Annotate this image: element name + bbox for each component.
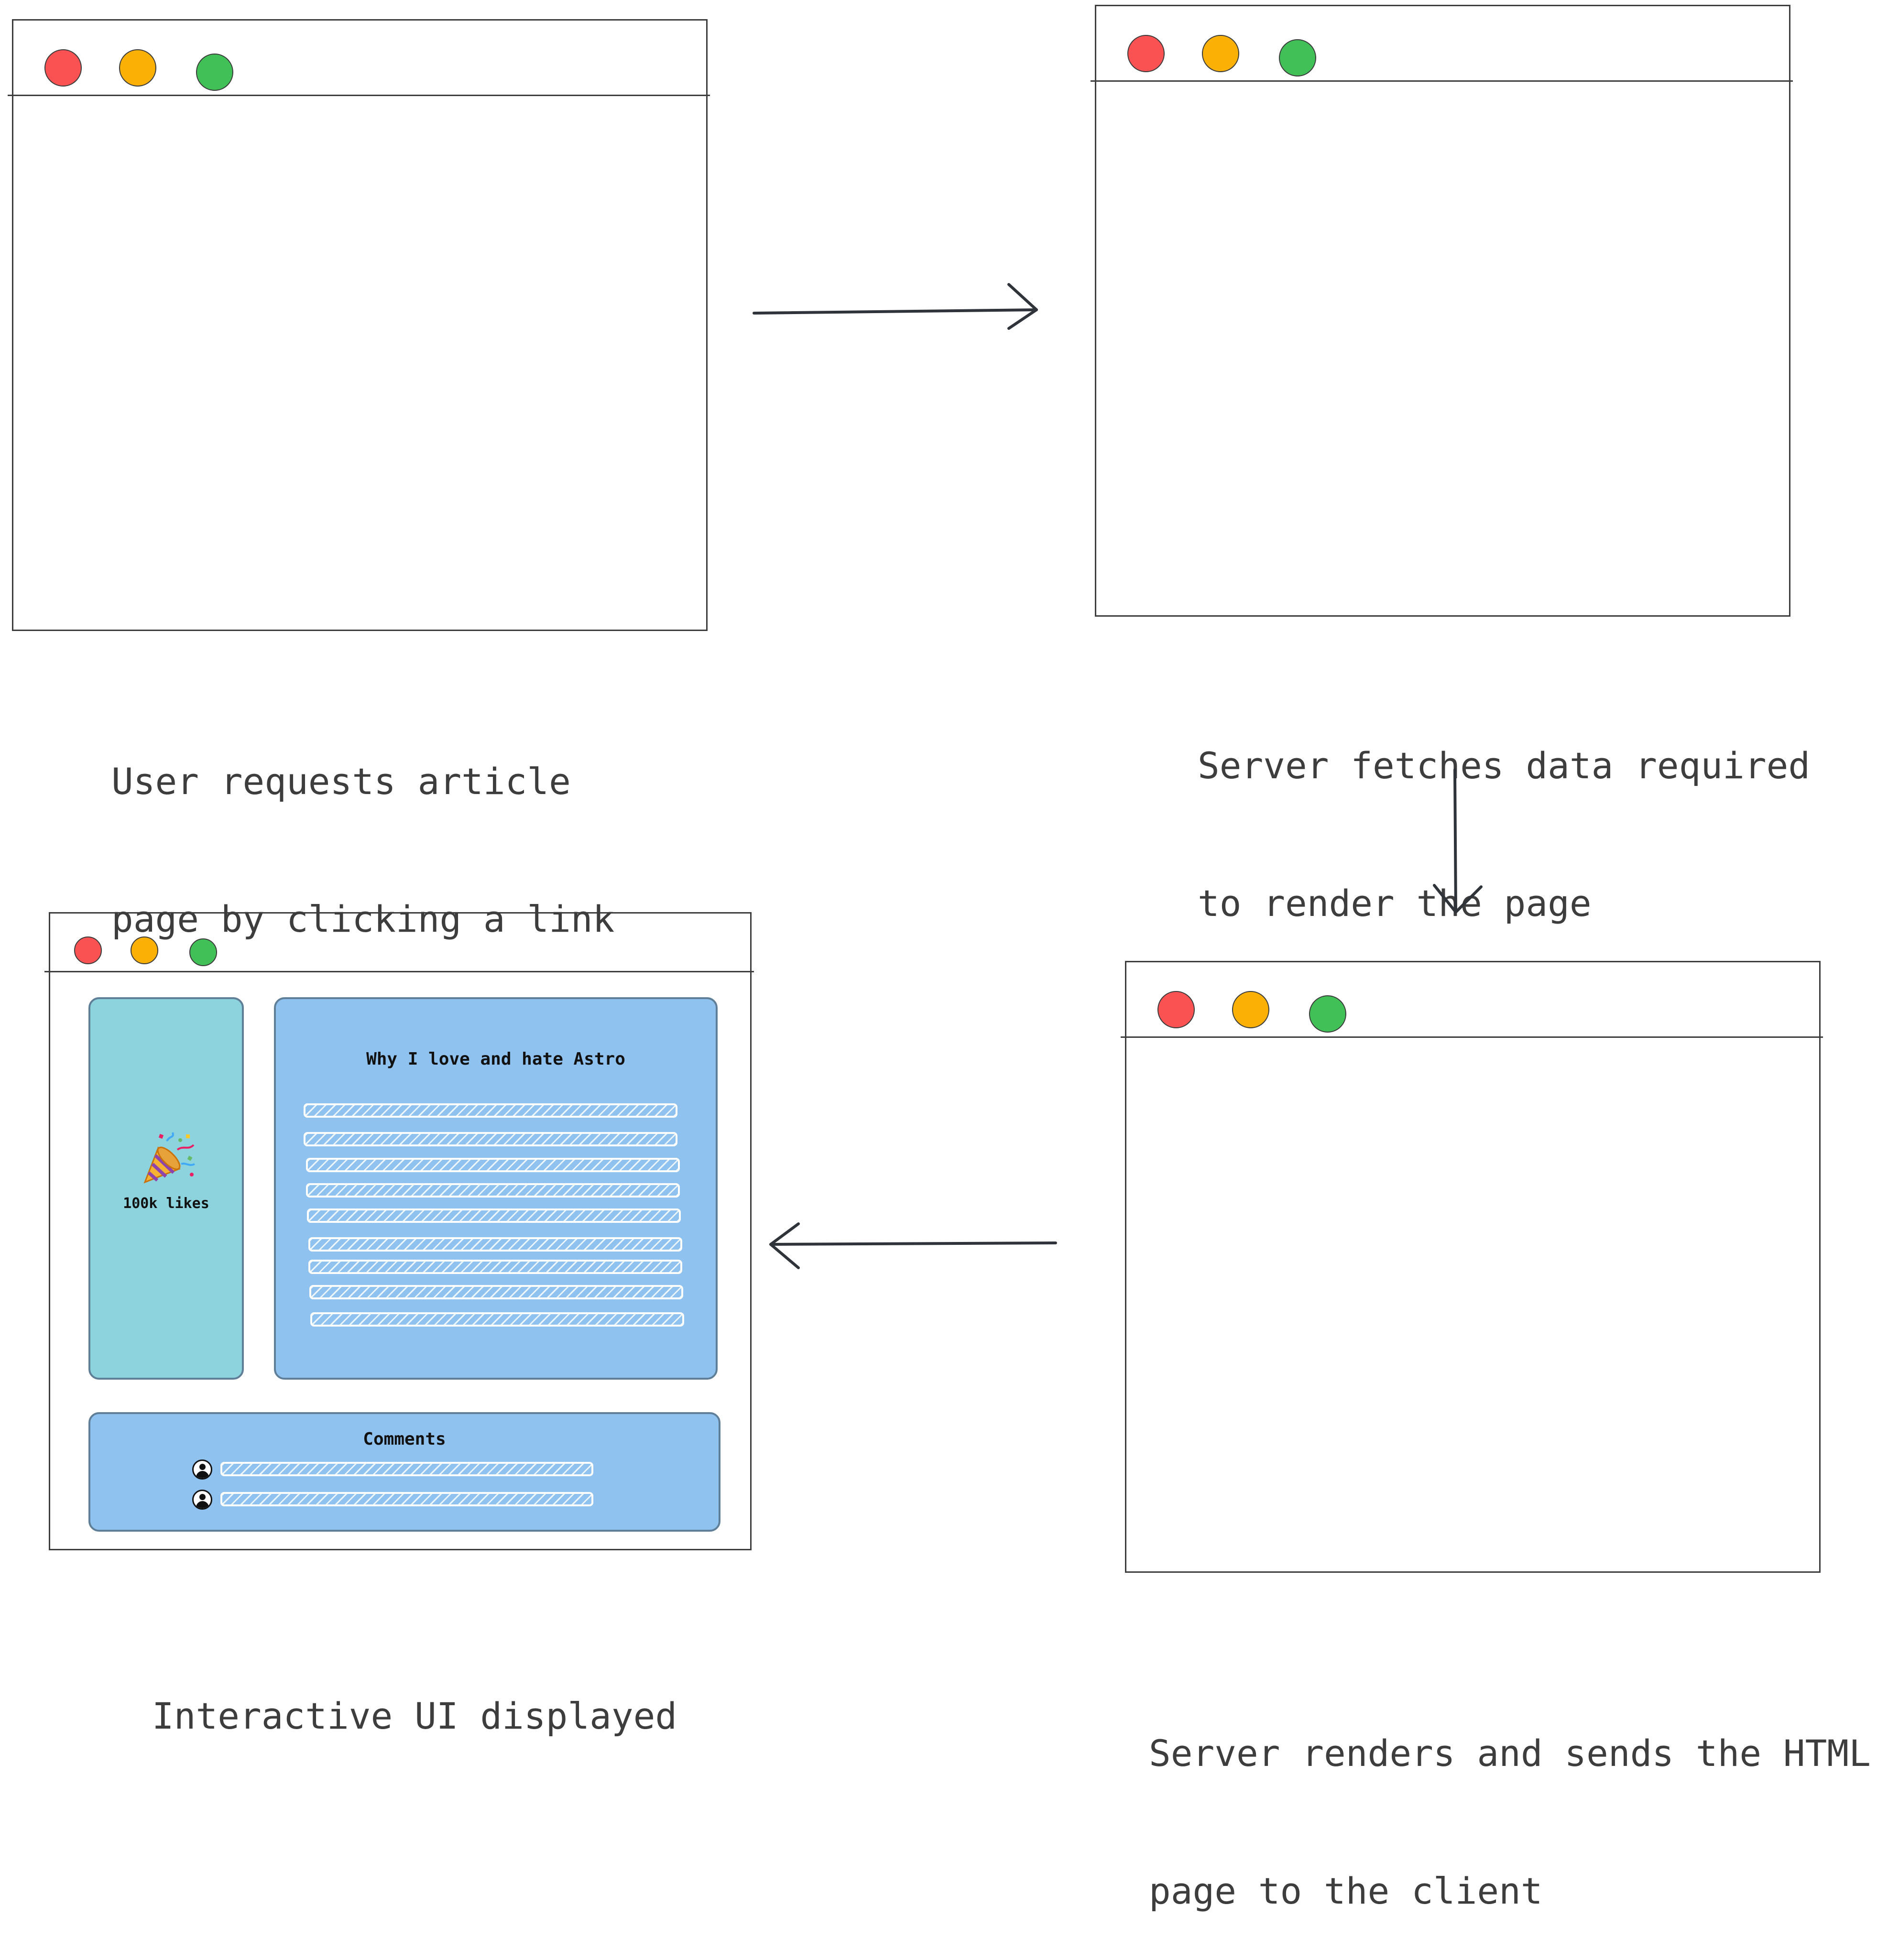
maximize-dot-icon <box>189 938 217 966</box>
article-text-line <box>308 1260 682 1274</box>
likes-count-label: 100k likes <box>123 1195 209 1212</box>
user-avatar-icon <box>192 1490 212 1510</box>
arrow-request-to-fetch <box>753 283 1038 330</box>
close-dot-icon <box>1127 35 1165 72</box>
window-titlebar-divider <box>1091 80 1793 82</box>
comments-title: Comments <box>363 1429 446 1449</box>
step-2-caption: Server fetches data required to render t… <box>1198 651 1810 972</box>
flow-arrows <box>753 283 1483 1269</box>
maximize-dot-icon <box>196 54 233 91</box>
caption-line: page to the client <box>1149 1870 1543 1912</box>
close-dot-icon <box>74 936 102 964</box>
minimize-dot-icon <box>119 49 156 87</box>
article-text-line <box>306 1158 680 1172</box>
article-text-line <box>309 1285 683 1299</box>
arrow-fetch-to-render <box>1433 768 1483 914</box>
caption-line: User requests article <box>111 760 571 803</box>
close-dot-icon <box>1157 991 1195 1028</box>
caption-line: page by clicking a link <box>111 898 615 940</box>
comment-text-line <box>220 1462 593 1476</box>
caption-line: Server renders and sends the HTML <box>1149 1732 1871 1775</box>
comments-panel: Comments <box>88 1412 720 1532</box>
window-titlebar-divider <box>8 95 710 96</box>
caption-line: to render the page <box>1198 882 1592 925</box>
user-avatar-icon <box>192 1459 212 1480</box>
comment-text-line <box>220 1492 593 1506</box>
article-text-line <box>306 1183 680 1198</box>
caption-line: Server fetches data required <box>1198 744 1811 787</box>
maximize-dot-icon <box>1279 39 1316 76</box>
maximize-dot-icon <box>1309 995 1346 1033</box>
close-dot-icon <box>44 49 82 87</box>
party-popper-icon[interactable] <box>138 1131 196 1188</box>
article-text-line <box>304 1132 677 1146</box>
window-titlebar-divider <box>44 971 754 972</box>
browser-window-fetch <box>1091 5 1793 617</box>
article-text-line <box>308 1237 682 1252</box>
minimize-dot-icon <box>131 936 158 964</box>
article-text-line <box>307 1209 681 1223</box>
browser-window-render <box>1121 961 1823 1573</box>
likes-panel[interactable]: 100k likes <box>88 997 244 1380</box>
article-title: Why I love and hate Astro <box>366 1049 625 1069</box>
browser-window-request <box>8 19 710 631</box>
minimize-dot-icon <box>1202 35 1239 72</box>
article-text-line <box>310 1312 684 1327</box>
article-panel: Why I love and hate Astro <box>274 997 718 1380</box>
minimize-dot-icon <box>1232 991 1269 1028</box>
article-text-line <box>304 1103 677 1118</box>
window-titlebar-divider <box>1121 1036 1823 1038</box>
arrow-render-to-interactive <box>769 1222 1057 1269</box>
step-1-caption: User requests article page by clicking a… <box>111 667 614 988</box>
browser-window-interactive: 100k likes Why I love and hate Astro Com… <box>44 912 754 1550</box>
